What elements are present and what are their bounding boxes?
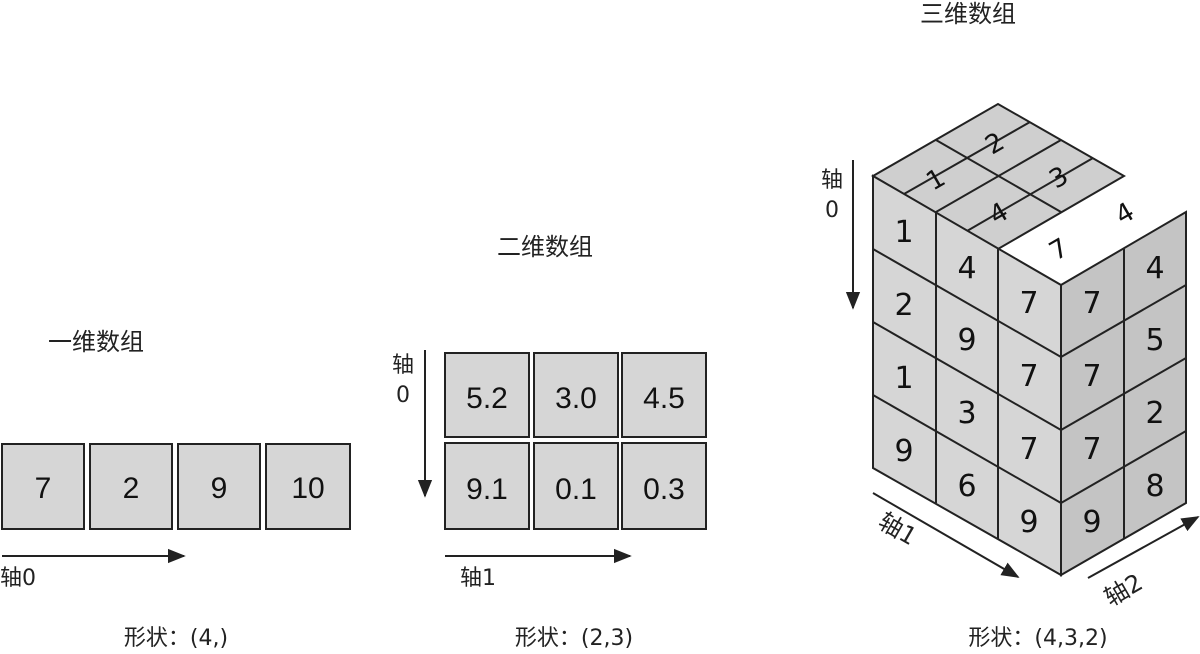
cube-side-face: 7 4 7 5 7 2 9 8 (1060, 210, 1187, 577)
array-2d-cell (444, 352, 530, 438)
cube-front-value: 9 (894, 434, 913, 469)
array-2d-value: 4.5 (643, 382, 685, 415)
cube-side-grid-line (1060, 357, 1187, 431)
array-3d-axis2-label: 轴2 (1099, 568, 1147, 612)
array-2d-cell (533, 442, 619, 530)
cube-front-grid-line (872, 394, 1062, 504)
array-3d-axis1-label: 轴1 (873, 507, 921, 551)
array-1d-shape-label: 形状：(4,) (124, 626, 228, 651)
array-3d-axis2-arrow (1087, 516, 1200, 579)
cube-front-value: 7 (1019, 286, 1038, 321)
array-2d-axis0-label-line2: 0 (396, 383, 410, 408)
cube-front-value: 9 (957, 323, 976, 358)
cube-front-value: 3 (957, 396, 976, 431)
cube-front-value: 1 (894, 215, 913, 250)
array-1d: 一维数组 7 2 9 10 轴0 形状：(4,) (0, 328, 351, 651)
array-2d-value: 0.3 (643, 473, 685, 506)
array-2d-cell (444, 442, 530, 530)
cube-front-value: 4 (957, 251, 976, 286)
cube-side-value: 5 (1145, 323, 1164, 358)
cube-front-value: 7 (1019, 359, 1038, 394)
array-2d-axis1-label: 轴1 (460, 566, 496, 591)
cube-side-grid-line (1060, 284, 1187, 358)
array-1d-cell (89, 443, 173, 530)
cube-side-value: 7 (1082, 432, 1101, 467)
cube-side-grid-line (1060, 430, 1187, 504)
array-3d-title: 三维数组 (920, 0, 1016, 28)
cube-side-value: 8 (1145, 469, 1164, 504)
array-2d-cell (621, 442, 707, 530)
cube-top-value: 4 (1110, 197, 1139, 231)
array-2d-cells: 5.2 3.0 4.5 9.1 0.1 0.3 (444, 352, 707, 530)
array-2d-value: 5.2 (466, 382, 508, 415)
array-2d-cell (533, 352, 619, 438)
array-1d-title: 一维数组 (48, 328, 144, 356)
cube-top-value: 7 (1044, 233, 1073, 267)
cube-front-value: 1 (894, 361, 913, 396)
cube-front-grid-line (872, 248, 1062, 358)
array-3d: 三维数组 1 2 4 3 7 4 (821, 0, 1200, 651)
array-1d-cells: 7 2 9 10 (1, 443, 351, 530)
cube-side-value: 4 (1145, 251, 1164, 286)
array-2d-shape-label: 形状：(2,3) (515, 626, 633, 651)
cube-side-value: 9 (1082, 505, 1101, 540)
cube-top-grid-line (903, 121, 1031, 195)
cube-front-value: 7 (1019, 432, 1038, 467)
array-2d-value: 9.1 (466, 473, 508, 506)
cube-side-value: 7 (1082, 286, 1101, 321)
array-2d-axis0-label-line1: 轴 (392, 353, 414, 378)
array-2d-value: 3.0 (555, 382, 597, 415)
array-1d-cell (265, 443, 351, 530)
array-2d: 二维数组 5.2 3.0 4.5 9.1 0.1 0.3 轴 0 轴1 形状：(… (392, 233, 707, 651)
array-2d-value: 0.1 (555, 473, 597, 506)
cube-front-value: 6 (957, 469, 976, 504)
cube-front-value: 2 (894, 288, 913, 323)
array-3d-shape-label: 形状：(4,3,2) (968, 626, 1107, 651)
cube-front-grid-line (872, 321, 1062, 431)
array-1d-value: 9 (211, 472, 228, 505)
array-2d-cell (621, 352, 707, 438)
array-1d-value: 2 (123, 472, 140, 505)
array-1d-value: 7 (35, 472, 52, 505)
array-3d-axis0-label-line2: 0 (825, 198, 839, 223)
array-3d-axis0-label-line1: 轴 (821, 168, 843, 193)
array-1d-cell (1, 443, 85, 530)
cube-front-value: 9 (1019, 505, 1038, 540)
array-1d-cell (177, 443, 261, 530)
array-1d-value: 10 (291, 472, 324, 505)
cube-side-value: 7 (1082, 359, 1101, 394)
cube-top-grid-line (935, 139, 1062, 213)
array-3d-axis1-arrow (872, 492, 1020, 578)
cube-side-value: 2 (1145, 396, 1164, 431)
array-2d-title: 二维数组 (497, 233, 593, 261)
array-1d-axis0-label: 轴0 (0, 566, 36, 591)
cube-top-grid-line (966, 157, 1094, 232)
